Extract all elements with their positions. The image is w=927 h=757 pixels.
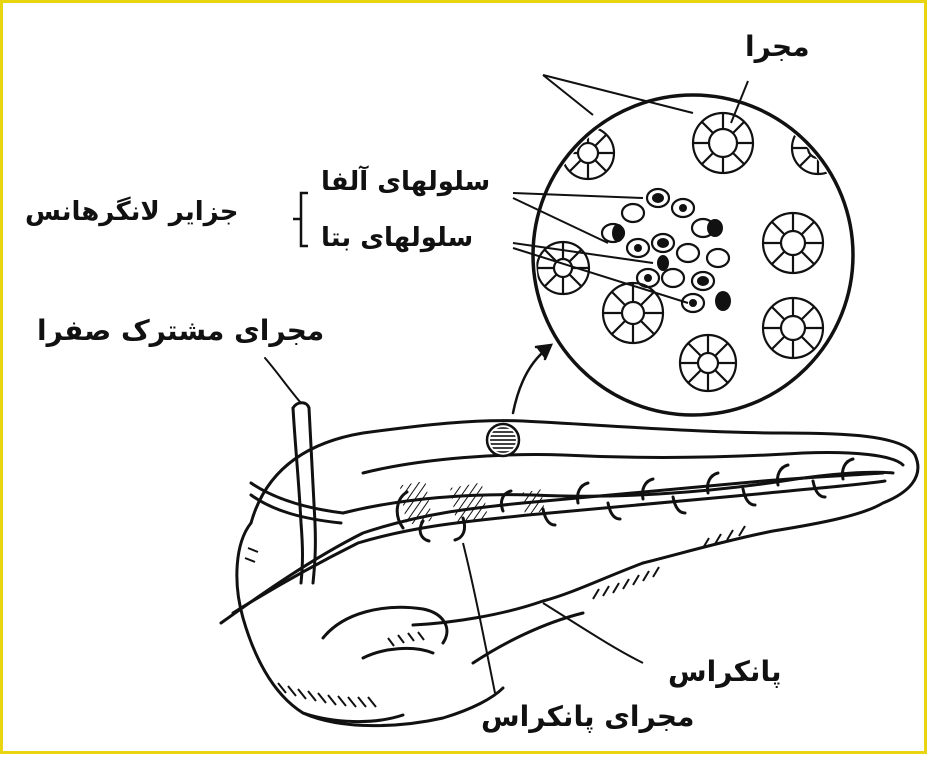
magnify-arrow [513,345,551,413]
duct-label: مجرا [745,33,810,61]
pancreas-body [237,421,918,726]
alpha-cells-label: سلولهای آلفا [321,169,490,195]
common-bile-duct-label: مجرای مشترک صفرا [37,317,324,345]
beta-cells-label: سلولهای بتا [321,225,473,251]
islet-marker [487,424,519,456]
pancreas-illustration [3,3,927,757]
pancreas-leader [543,603,643,663]
pancreatic-duct-label: مجرای پانکراس [481,703,694,731]
islets-of-langerhans-label: جزایر لانگرهانس [25,199,239,225]
magnified-islet-view [513,75,853,415]
pancreas-label: پانکراس [668,658,781,686]
common-bile-duct [265,358,315,583]
islets-bracket [293,193,308,246]
